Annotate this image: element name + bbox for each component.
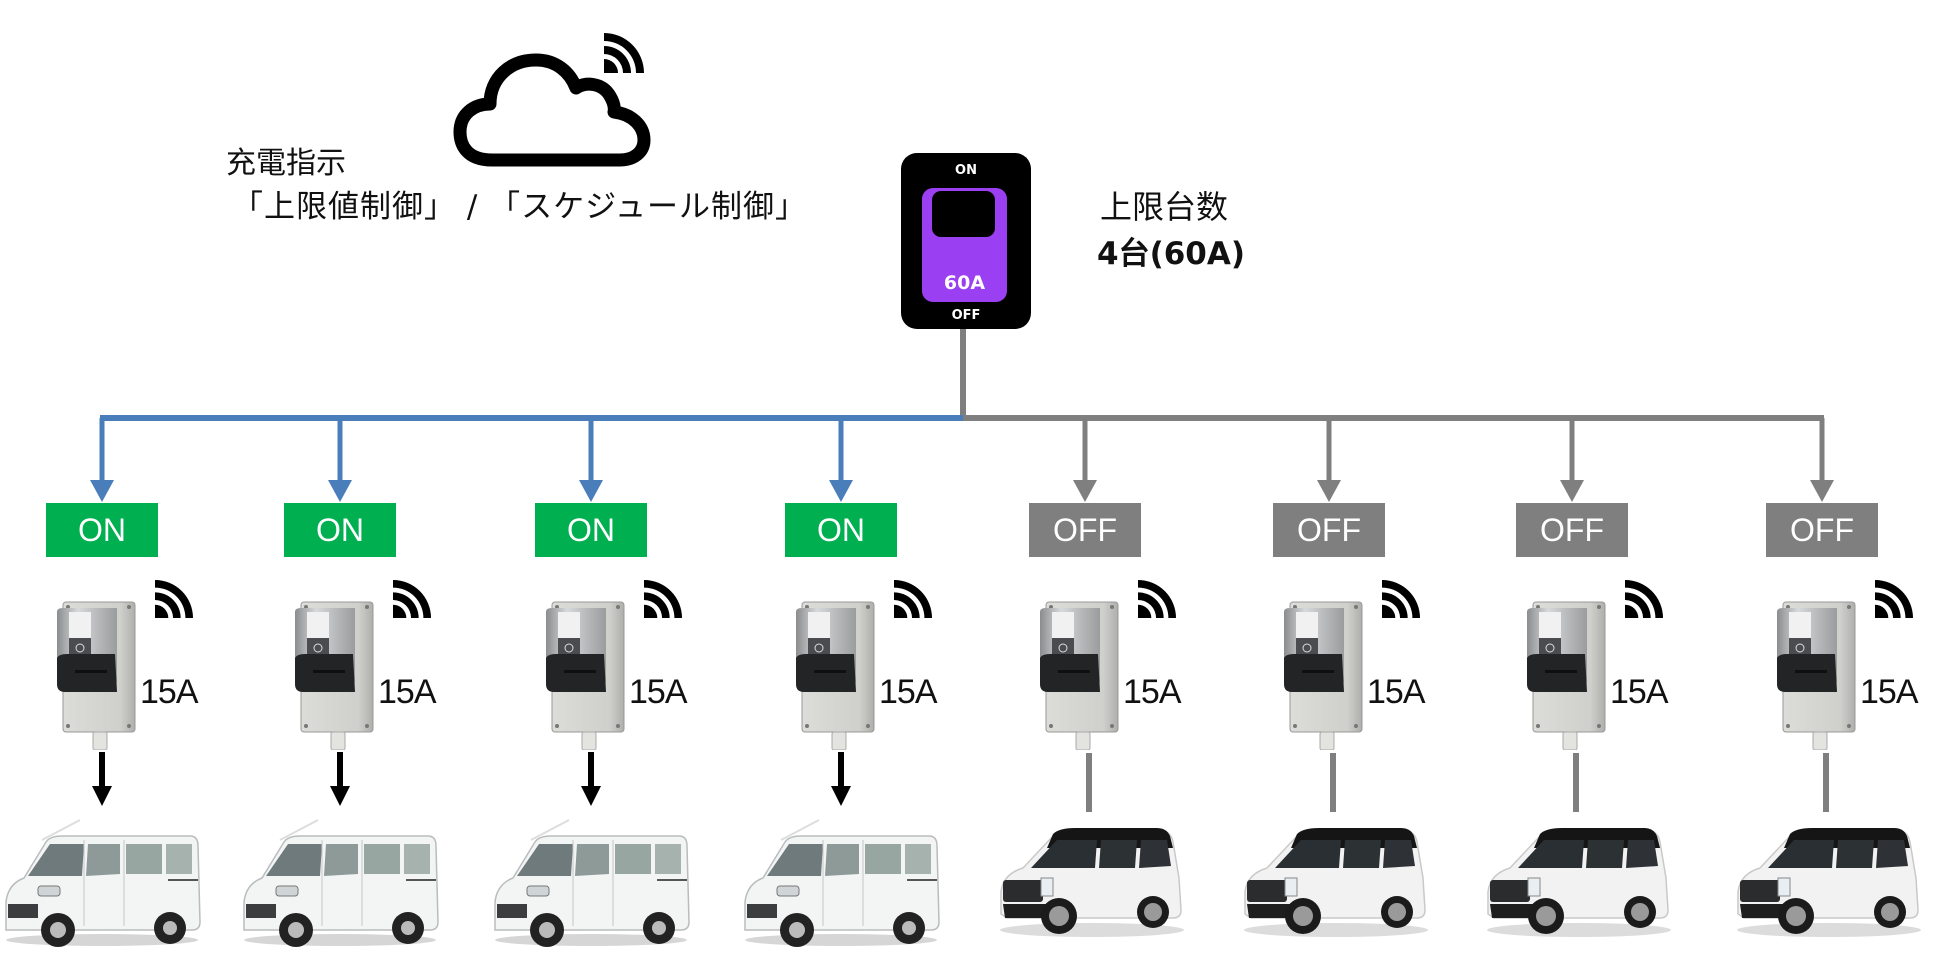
station-2-status-badge: ON — [284, 503, 396, 557]
station-8-drop-arrow — [1810, 480, 1834, 502]
station-7-charger[interactable] — [1525, 598, 1607, 751]
station-5-wifi-icon — [1137, 580, 1177, 618]
station-7-status-badge: OFF — [1516, 503, 1628, 557]
station-2-current-label: 15A — [378, 673, 436, 711]
station-3-current-label: 15A — [629, 673, 687, 711]
station-6-drop-arrow — [1317, 480, 1341, 502]
cloud-icon — [453, 53, 651, 167]
station-4-charger[interactable] — [794, 598, 876, 751]
station-4-vehicle-minivan — [741, 818, 941, 952]
station-6-vehicle-compact-car — [1241, 818, 1431, 942]
breaker-rating: 60A — [943, 272, 986, 294]
station-1-wifi-icon — [154, 580, 194, 618]
station-1-current-label: 15A — [140, 673, 198, 711]
breaker-off-label: OFF — [951, 308, 981, 323]
station-4-status-badge: ON — [785, 503, 897, 557]
station-5-charger[interactable] — [1038, 598, 1120, 751]
station-8-charger[interactable] — [1775, 598, 1857, 751]
upper-limit-label: 上限台数 — [1100, 188, 1229, 226]
station-4-drop-arrow — [829, 480, 853, 502]
station-1-vehicle-minivan — [2, 818, 202, 952]
station-4-wifi-icon — [893, 580, 933, 618]
station-1-charge-arrowhead — [92, 786, 112, 806]
station-3-status-badge: ON — [535, 503, 647, 557]
station-3-charger[interactable] — [544, 598, 626, 751]
upper-limit-value: 4台(60A) — [1097, 236, 1246, 272]
station-8-current-label: 15A — [1860, 673, 1918, 711]
wifi-icon — [604, 33, 644, 73]
station-8-wifi-icon — [1874, 580, 1914, 618]
station-5-vehicle-compact-car — [997, 818, 1187, 942]
station-8-status-badge: OFF — [1766, 503, 1878, 557]
station-2-drop-arrow — [328, 480, 352, 502]
station-3-wifi-icon — [643, 580, 683, 618]
station-5-current-label: 15A — [1123, 673, 1181, 711]
station-6-status-badge: OFF — [1273, 503, 1385, 557]
breaker-window — [932, 191, 995, 237]
station-6-charger[interactable] — [1282, 598, 1364, 751]
station-7-drop-arrow — [1560, 480, 1584, 502]
charging-control-modes: 「上限値制御」 / 「スケジュール制御」 — [232, 189, 807, 225]
station-4-current-label: 15A — [879, 673, 937, 711]
station-1-status-badge: ON — [46, 503, 158, 557]
breaker-on-label: ON — [955, 163, 977, 178]
station-5-status-badge: OFF — [1029, 503, 1141, 557]
station-3-vehicle-minivan — [491, 818, 691, 952]
station-1-drop-arrow — [90, 480, 114, 502]
station-7-wifi-icon — [1624, 580, 1664, 618]
station-7-current-label: 15A — [1610, 673, 1668, 711]
station-2-wifi-icon — [392, 580, 432, 618]
station-6-wifi-icon — [1381, 580, 1421, 618]
breaker-lever[interactable]: 60A — [922, 188, 1007, 302]
station-7-vehicle-compact-car — [1484, 818, 1674, 942]
station-6-current-label: 15A — [1367, 673, 1425, 711]
station-1-charger[interactable] — [55, 598, 137, 751]
station-2-vehicle-minivan — [240, 818, 440, 952]
station-3-charge-arrowhead — [581, 786, 601, 806]
station-8-vehicle-compact-car — [1734, 818, 1924, 942]
station-4-charge-arrowhead — [831, 786, 851, 806]
station-3-drop-arrow — [579, 480, 603, 502]
main-breaker-switch[interactable]: ON 60A OFF — [901, 153, 1031, 329]
charging-instruction-title: 充電指示 — [226, 146, 346, 181]
station-2-charge-arrowhead — [330, 786, 350, 806]
station-2-charger[interactable] — [293, 598, 375, 751]
station-5-drop-arrow — [1073, 480, 1097, 502]
